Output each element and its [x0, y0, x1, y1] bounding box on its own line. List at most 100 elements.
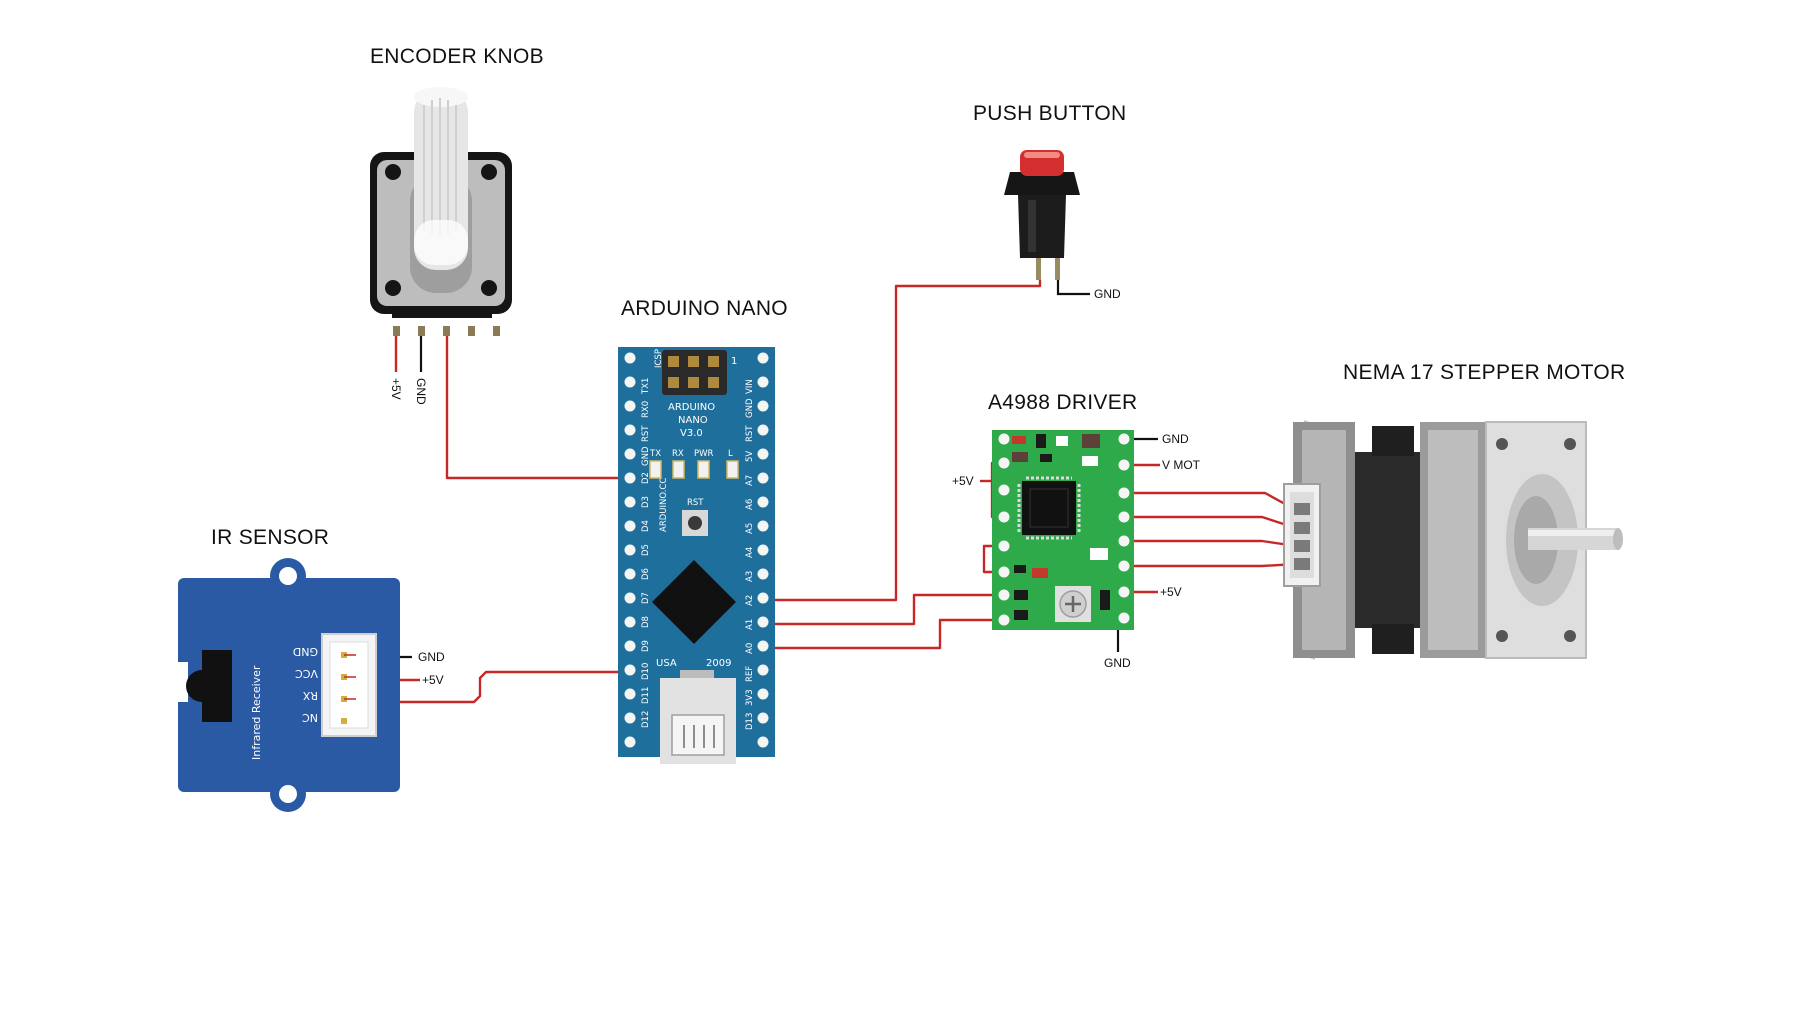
ir-mount-hole — [279, 567, 297, 585]
ir-receiver-lens — [186, 670, 218, 702]
ir-pin-vcc-label: VCC — [295, 667, 318, 680]
encoder-shaft-knurl — [423, 98, 457, 238]
nano-pin-label: D4 — [641, 520, 651, 532]
wire-button-a2 — [764, 280, 1042, 602]
smd-part — [1012, 452, 1028, 462]
nano-usa-label: USA — [656, 658, 677, 669]
driver-chip-leads — [1026, 476, 1072, 540]
wire-encoder-d2 — [445, 335, 632, 480]
push-button — [1004, 150, 1080, 280]
nano-pin-label: D3 — [641, 496, 651, 508]
icsp-pin1-label: 1 — [731, 356, 737, 367]
smd-part — [1090, 548, 1108, 560]
ir-module-text: Infrared Receiver — [250, 665, 263, 760]
led-tx — [649, 460, 662, 479]
nano-left-headers — [624, 352, 636, 748]
push-button-lead — [1036, 258, 1041, 280]
stepper-motor-title: NEMA 17 STEPPER MOTOR — [1343, 361, 1625, 384]
encoder-shaft-highlight — [414, 220, 468, 265]
usb-port-contacts — [683, 725, 715, 748]
smd-part — [1036, 434, 1046, 448]
motor-mount-hole — [1564, 630, 1576, 642]
smd-part — [1082, 456, 1098, 466]
motor-mount-hole — [1564, 438, 1576, 450]
led-label-tx: TX — [649, 449, 661, 459]
motor-shaft-tip — [1613, 528, 1623, 550]
connector-pin — [1294, 503, 1310, 515]
arduino-nano-title: ARDUINO NANO — [621, 297, 788, 320]
push-button-gnd-label: GND — [1094, 287, 1121, 301]
nano-pin-label: RST — [745, 425, 755, 442]
push-button-body-shade — [1028, 200, 1036, 252]
smd-part — [1100, 590, 1110, 610]
nano-pin-label: A4 — [745, 547, 755, 558]
led-l — [726, 460, 739, 479]
driver-vmot-label: V MOT — [1162, 458, 1201, 472]
wire-a0-driver — [764, 618, 1004, 650]
nano-pin-label: D8 — [641, 616, 651, 628]
wires — [356, 280, 1297, 704]
driver-5v-left-label: +5V — [952, 474, 974, 488]
nano-pin-label: D2 — [641, 472, 651, 484]
driver-5v-right-label: +5V — [1160, 585, 1182, 599]
led-pwr — [697, 460, 710, 479]
nano-pin-label: A6 — [745, 499, 755, 510]
ir-pin-gnd-label: GND — [293, 645, 318, 658]
push-button-lead — [1055, 258, 1060, 280]
nano-silk-arduino: ARDUINO — [668, 402, 715, 413]
nano-pin-label: 5V — [745, 451, 755, 462]
motor-stator-top — [1372, 426, 1414, 456]
nano-pin-label: RX0 — [641, 401, 651, 418]
stepper-motor — [1283, 420, 1623, 660]
nano-pin-label: A1 — [745, 619, 755, 630]
nano-pin-label: A2 — [745, 595, 755, 606]
smd-part — [1014, 590, 1028, 600]
nano-pin-label: D6 — [641, 568, 651, 580]
push-button-bezel — [1004, 172, 1080, 195]
encoder-mount-hole — [481, 164, 497, 180]
smd-part — [1014, 610, 1028, 620]
wire-button-gnd — [1056, 280, 1090, 296]
motor-front-cap-face — [1428, 430, 1478, 650]
encoder-gnd-label: GND — [414, 378, 428, 405]
nano-pin-label: GND — [641, 446, 651, 466]
arduino-nano: ICSP 1 ARDUINO NANO V3.0 TX RX PWR L ARD… — [618, 347, 775, 764]
nano-pin-label: D13 — [745, 713, 755, 730]
a4988-driver-title: A4988 DRIVER — [988, 391, 1138, 414]
encoder-pin — [393, 326, 400, 336]
icsp-pins — [668, 356, 719, 388]
motor-mount-hole — [1496, 630, 1508, 642]
nano-pin-label: D9 — [641, 640, 651, 652]
nano-right-headers — [757, 352, 769, 748]
driver-chip-leads — [1017, 484, 1081, 532]
encoder-knob-title: ENCODER KNOB — [370, 45, 544, 68]
driver-chip — [1022, 481, 1076, 535]
nano-pin-label: D11 — [641, 687, 651, 704]
usb-pad — [680, 670, 714, 678]
wire-coil-4 — [1124, 562, 1297, 568]
nano-silk-nano: NANO — [678, 415, 708, 426]
ir-pin-rx-label: RX — [302, 689, 318, 702]
wire-coil-1 — [1124, 491, 1297, 512]
nano-pin-label: D5 — [641, 544, 651, 556]
nano-pin-label: A5 — [745, 523, 755, 534]
nano-pin-label: D10 — [641, 663, 651, 680]
mcu-chip — [652, 560, 736, 644]
smd-part — [1012, 436, 1026, 444]
smd-part — [1056, 436, 1068, 446]
nano-pin-label: 3V3 — [745, 689, 755, 706]
wire-ir-d10 — [356, 670, 632, 704]
encoder-pin — [493, 326, 500, 336]
ir-sensor-title: IR SENSOR — [211, 526, 329, 549]
ir-pin-nc-label: NC — [302, 711, 318, 724]
encoder-shaft-top — [414, 87, 468, 107]
ir-connector-pin — [341, 718, 347, 724]
smd-part — [1032, 568, 1048, 578]
motor-shaft-highlight — [1528, 530, 1618, 536]
wire-a1-driver — [764, 593, 1004, 626]
connector-pin — [1294, 558, 1310, 570]
ir-connector-socket — [329, 641, 369, 729]
nano-pin-label: A0 — [745, 643, 755, 654]
led-rx — [672, 460, 685, 479]
